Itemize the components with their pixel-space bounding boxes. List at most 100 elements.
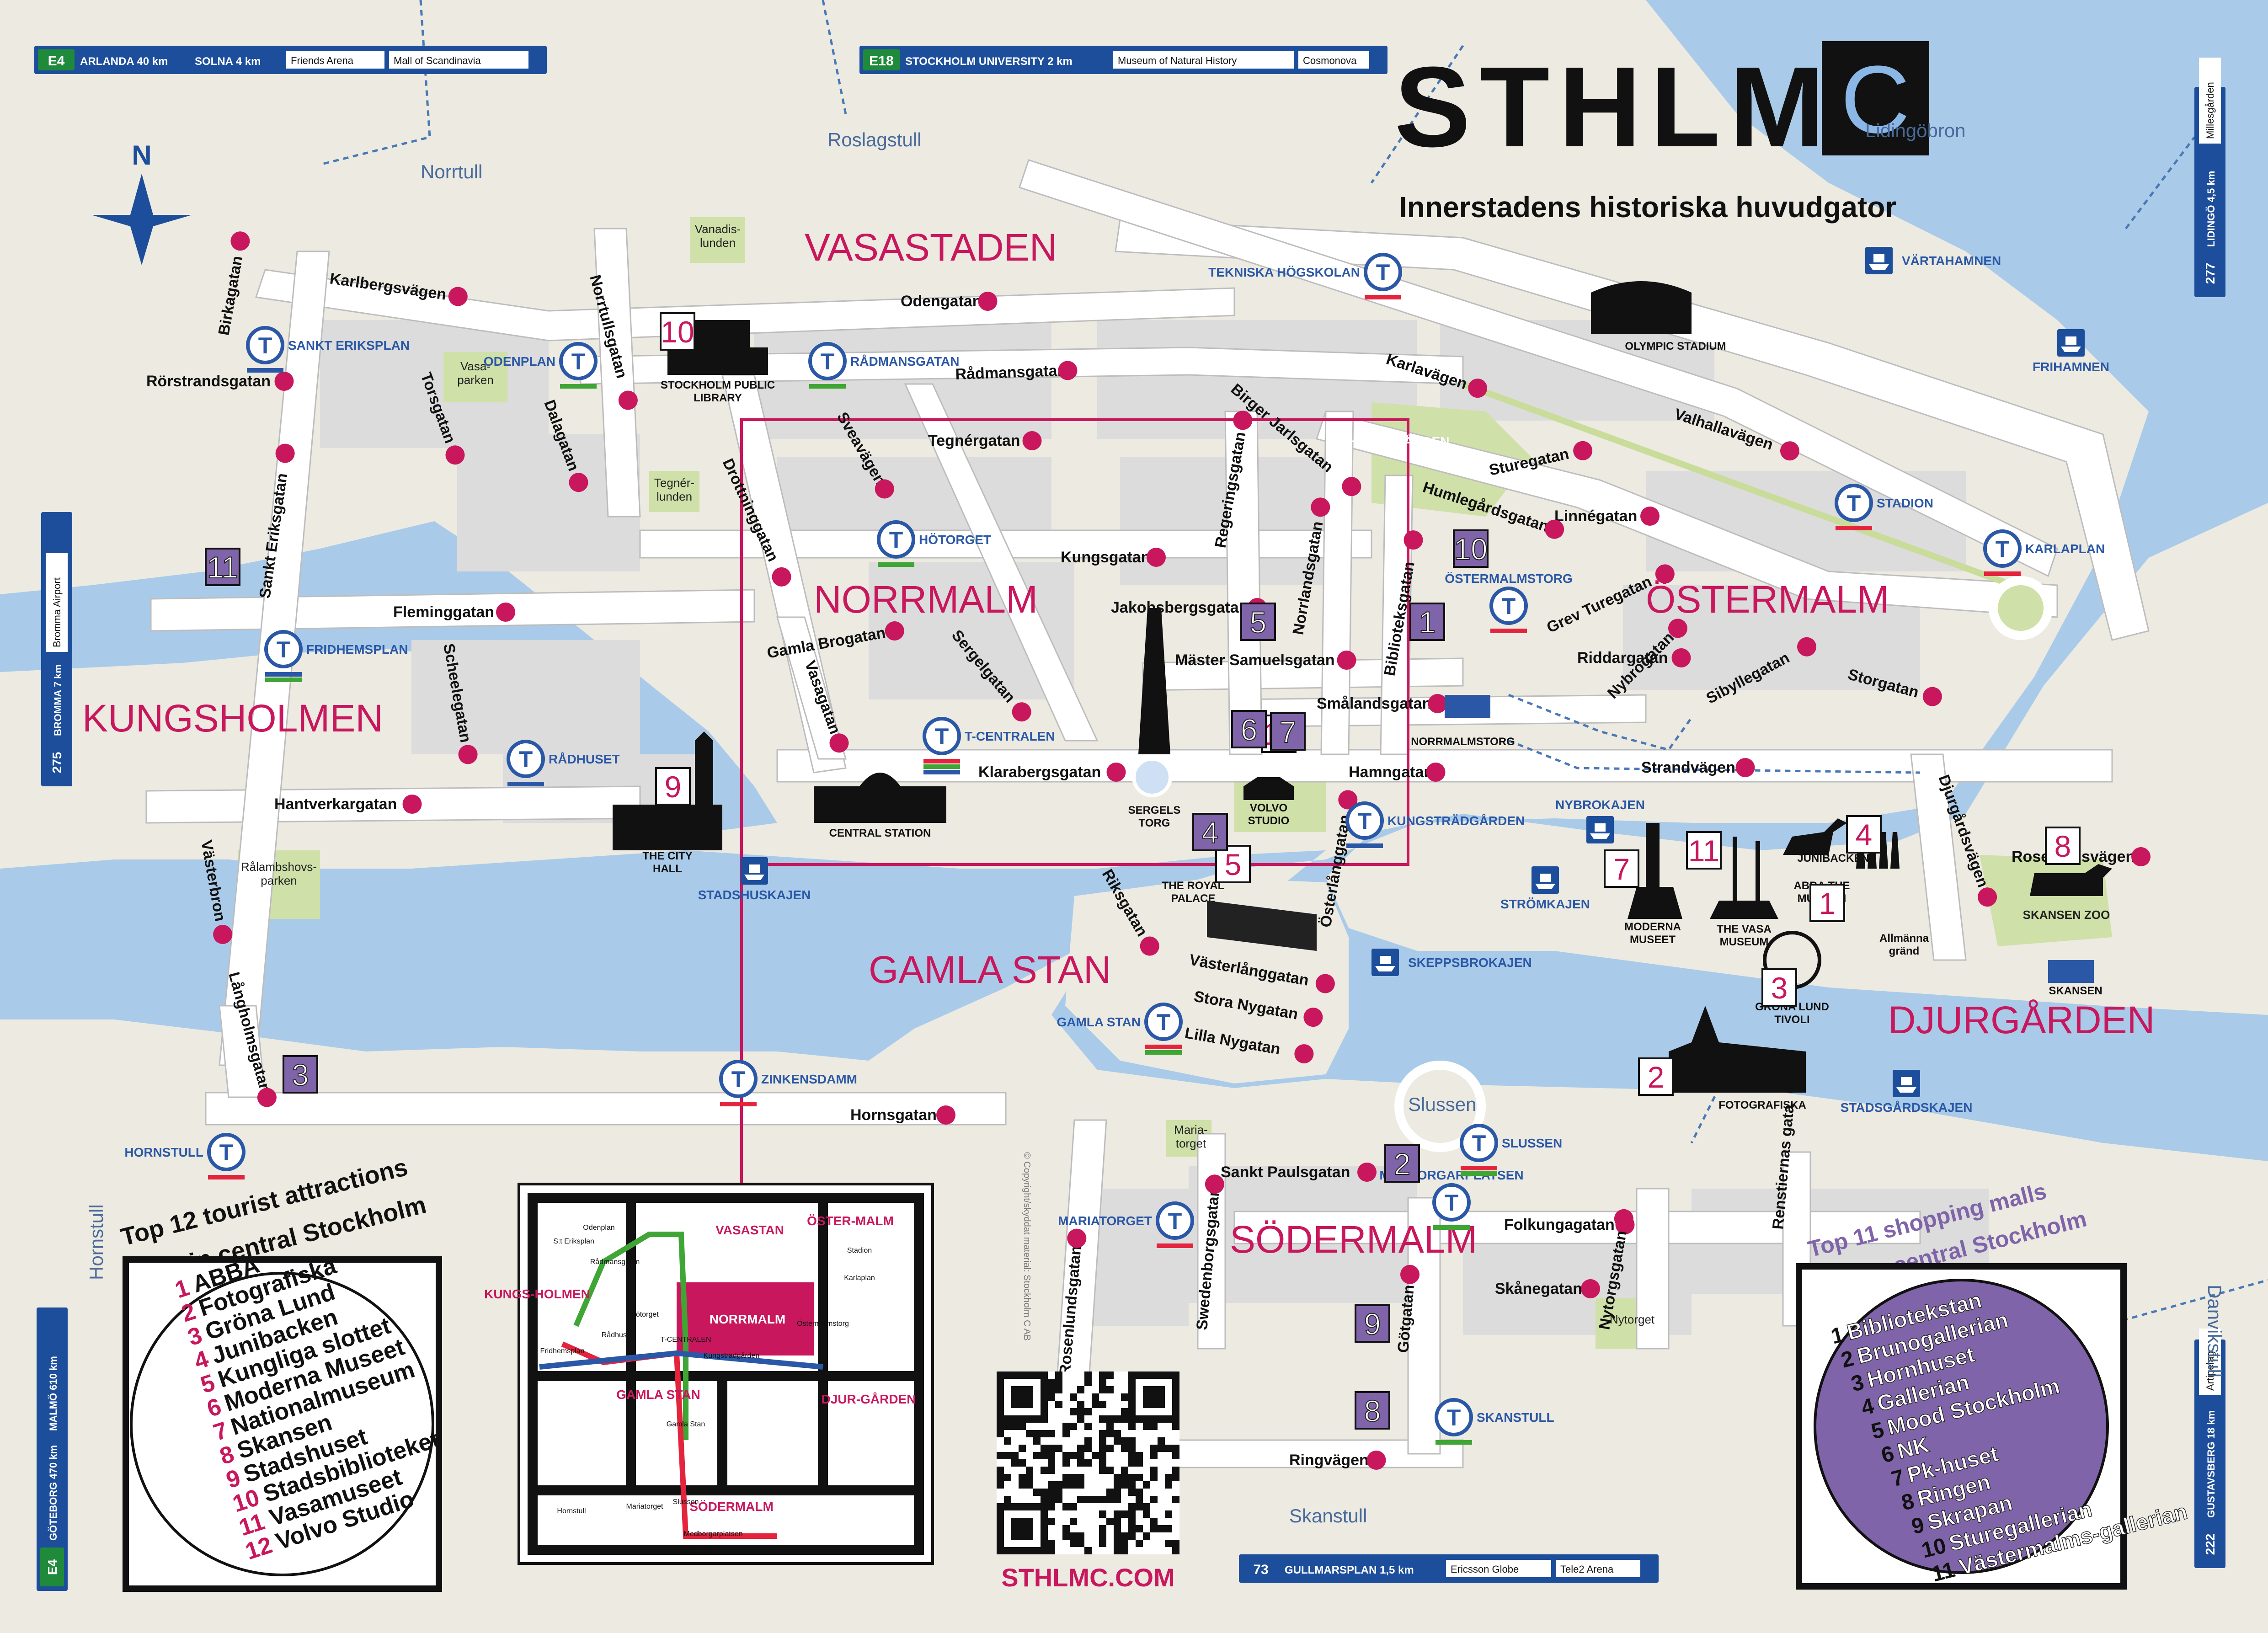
domain-badge-icon: [402, 795, 422, 814]
sign-box-label: Cosmonova: [1303, 55, 1357, 66]
metro-t-glyph: T: [219, 1140, 234, 1165]
street-kungsgatan: Kungsgatan: [1061, 548, 1166, 567]
attraction-marker[interactable]: 10: [660, 312, 695, 351]
ferry-stadshuskajen[interactable]: STADSHUSKAJEN: [698, 857, 811, 902]
attraction-marker[interactable]: 11: [1686, 831, 1722, 870]
metro-label: SKANSTULL: [1477, 1410, 1554, 1425]
landmark-norrmalmstorg: NORRMALMSTORG: [1411, 736, 1515, 748]
mall-marker[interactable]: 7: [1270, 712, 1306, 751]
attraction-marker[interactable]: 8: [2045, 827, 2081, 865]
district-norrmalm: NORRMALM: [814, 578, 1038, 621]
svg-text:8: 8: [2055, 829, 2071, 863]
metro-label: ÖSTERMALMSTORG: [1445, 571, 1572, 586]
domain-badge-icon: [1067, 1228, 1087, 1248]
mall-marker[interactable]: 5: [1240, 603, 1276, 641]
mall-marker[interactable]: 9: [1355, 1304, 1390, 1343]
mall-marker[interactable]: 1: [1409, 603, 1445, 641]
domain-badge-icon: [1780, 441, 1799, 461]
domain-badge-icon: [230, 231, 250, 251]
mall-marker[interactable]: 3: [283, 1055, 318, 1094]
metro-line-bar: [1836, 526, 1872, 530]
domain-badge-icon: [772, 567, 791, 587]
mall-marker[interactable]: 4: [1192, 813, 1228, 851]
domain-badge-icon: [1735, 758, 1755, 777]
mall-marker[interactable]: 6: [1231, 710, 1267, 748]
street-label: Tegnérgatan: [928, 432, 1020, 449]
domain-badge-icon: [445, 445, 465, 465]
street-rosendalsvagen: Rosendalsvägen: [2012, 847, 2151, 866]
domain-badge-icon: [496, 603, 515, 622]
attraction-marker[interactable]: 4: [1846, 815, 1882, 854]
ferry-skeppsbrokajen[interactable]: SKEPPSBROKAJEN: [1371, 949, 1532, 976]
domain-badge-icon: [2131, 847, 2151, 866]
landmark-allmanna-grand: Allmänna: [1879, 932, 1929, 945]
sign-destination: ARLANDA 40 km: [80, 55, 168, 68]
inset-label: Östermalmstorg: [797, 1319, 849, 1328]
street-skanegatan: Skånegatan: [1495, 1279, 1600, 1298]
ferry-stadsgardskajen[interactable]: STADSGÅRDSKAJEN: [1841, 1070, 1973, 1115]
street-tegnergatan: Tegnérgatan: [928, 431, 1042, 450]
landmark-olympic-stadium: OLYMPIC STADIUM: [1625, 340, 1726, 352]
ferry-label: VÄRTAHAMNEN: [1902, 254, 2001, 268]
inset-label: SÖDERMALM: [689, 1500, 774, 1514]
landmark-the-vasa-museum: MUSEUM: [1720, 936, 1769, 948]
valhallavagen-strip: [1462, 381, 2027, 593]
attraction-marker[interactable]: 3: [1761, 968, 1797, 1007]
mall-marker[interactable]: 10: [1453, 529, 1489, 568]
mall-marker[interactable]: 8: [1355, 1391, 1390, 1430]
mall-marker[interactable]: 2: [1384, 1144, 1420, 1183]
mall-marker[interactable]: 11: [205, 548, 240, 586]
attraction-marker[interactable]: 5: [1215, 845, 1251, 883]
domain-badge-icon: [1022, 431, 1042, 450]
domain-badge-icon: [936, 1105, 955, 1125]
website-link[interactable]: STHLMC.COM: [1001, 1563, 1175, 1592]
metro-line-bar: [1436, 1440, 1472, 1445]
ferry-nybrokajen[interactable]: NYBROKAJEN: [1555, 798, 1645, 843]
street-jakobsbergsgatan: Jakobsbergsgatan: [1111, 598, 1267, 617]
metro-t-glyph: T: [1472, 1131, 1486, 1156]
sign-destination: GÖTEBORG 470 km: [48, 1445, 59, 1541]
svg-text:5: 5: [1250, 605, 1267, 639]
metro-label: KUNGSTRÄDGÅRDEN: [1387, 814, 1525, 828]
metro-line-bar: [809, 384, 846, 389]
domain-badge-icon: [1315, 974, 1335, 993]
inset-label: ÖSTER-MALM: [807, 1214, 894, 1228]
inset-label: T-CENTRALEN: [660, 1336, 711, 1344]
landmark-the-vasa-museum: THE VASA: [1717, 923, 1772, 935]
landmark-central-station: CENTRAL STATION: [829, 827, 931, 839]
svg-text:4: 4: [1856, 818, 1873, 852]
attraction-marker[interactable]: 7: [1604, 849, 1639, 888]
ferry-label: NYBROKAJEN: [1555, 798, 1645, 812]
sign-road-number: 275: [50, 752, 64, 774]
street-hornsgatan: Hornsgatan: [850, 1105, 955, 1125]
attraction-marker[interactable]: 9: [655, 767, 691, 806]
attraction-marker[interactable]: 1: [1809, 884, 1845, 922]
attraction-marker[interactable]: 2: [1638, 1057, 1674, 1096]
metro-line-bar: [265, 678, 302, 682]
ferry-vartahamnen[interactable]: VÄRTAHAMNEN: [1865, 247, 2001, 274]
svg-text:5: 5: [1225, 848, 1242, 881]
metro-icon: [507, 740, 545, 778]
svg-text:1: 1: [1819, 886, 1836, 920]
ferry-frihamnen[interactable]: FRIHAMNEN: [2033, 329, 2109, 374]
ferry-stromkajen[interactable]: STRÖMKAJEN: [1500, 866, 1590, 911]
